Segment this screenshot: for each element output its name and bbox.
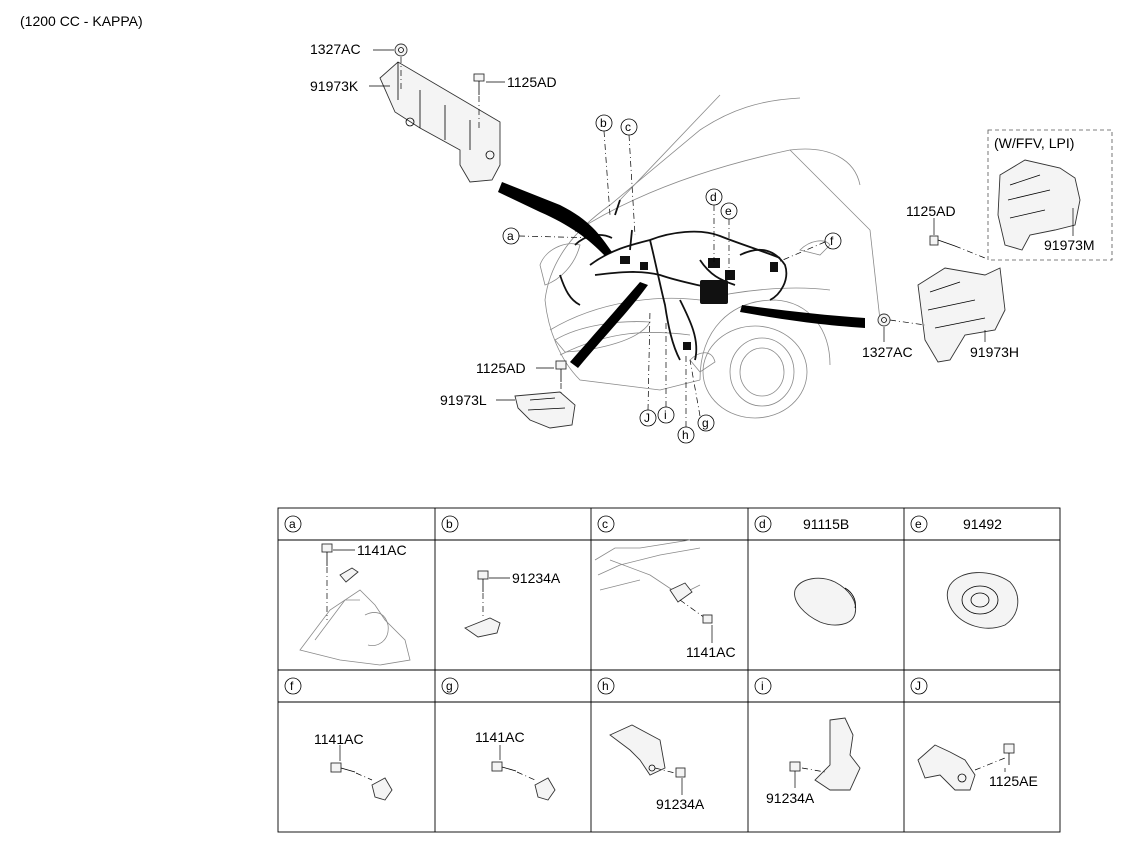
bracket-91973l [514,391,576,429]
circle-d: d [710,190,717,204]
cell-i-letter: i [761,679,764,693]
cell-h-illustration [609,724,686,778]
cell-c-letter: c [602,517,608,531]
bolt-1125ad-bottom [555,360,567,382]
cell-a-part-1141ac: 1141AC [357,542,407,558]
circle-b: b [600,116,607,130]
circle-j: J [644,411,650,425]
detail-grid [277,507,1061,833]
cell-b-part-91234a: 91234A [512,570,561,586]
cell-d-letter: d [759,517,766,531]
bracket-91973m [997,159,1081,251]
cell-e-grommet-illustration [946,572,1019,629]
cell-f-part-1141ac: 1141AC [314,731,364,747]
circle-h: h [682,428,689,442]
circle-a: a [507,229,514,243]
detail-swoosh-lines [498,182,865,368]
cell-j-letter: J [915,679,921,693]
callout-1125ad-right: 1125AD [906,203,956,219]
callout-1327ac-right: 1327AC [862,344,913,360]
variant-box-label: (W/FFV, LPI) [994,135,1074,151]
cell-f-illustration [330,762,393,801]
cell-j-illustration [917,743,1015,791]
harness-connectors [595,240,778,350]
cell-e-letter: e [915,517,922,531]
nut-1327ac-top [394,43,408,57]
callout-91973l: 91973L [440,392,487,408]
cell-e-part-number: 91492 [963,516,1002,532]
engine-spec-label: (1200 CC - KAPPA) [20,13,143,29]
nut-1327ac-right [877,313,891,327]
callout-1125ad-bottom: 1125AD [476,360,526,376]
callout-1327ac-top: 1327AC [310,41,361,57]
bracket-91973k [379,61,501,183]
cell-i-illustration [789,717,861,791]
cell-b-letter: b [446,517,453,531]
circle-f: f [830,234,834,248]
cell-c-illustration [594,539,713,624]
cell-f-letter: f [290,679,294,693]
callout-1125ad-top: 1125AD [507,74,557,90]
detail-header-row-1: a b c d e [284,515,928,533]
circle-e: e [725,204,732,218]
cell-c-part-1141ac: 1141AC [686,644,736,660]
detail-header-row-2: f g h i J [284,677,928,695]
bolt-1125ad-right [929,235,956,247]
cell-a-letter: a [289,517,296,531]
circle-c: c [625,120,631,134]
cell-g-part-1141ac: 1141AC [475,729,525,745]
callout-91973h: 91973H [970,344,1019,360]
cell-a-illustration [299,543,411,666]
cell-j-part-1125ae: 1125AE [989,773,1038,789]
cell-g-letter: g [446,679,453,693]
bolt-1125ad-top [473,73,485,95]
cell-g-illustration [491,761,556,801]
cell-h-part-91234a: 91234A [656,796,705,812]
cell-d-part-number: 91115B [803,516,849,532]
vehicle-outline [539,94,881,419]
cell-i-part-91234a: 91234A [766,790,815,806]
cell-h-letter: h [602,679,609,693]
variant-box [987,129,1113,261]
cell-d-grommet-illustration [794,577,857,626]
circle-i: i [664,408,667,422]
cell-b-illustration [464,570,501,638]
callout-91973m: 91973M [1044,237,1095,253]
bracket-91973h [917,267,1006,363]
callout-91973k: 91973K [310,78,359,94]
circle-callouts: a b c d e f g h i J [502,114,842,444]
circle-g: g [702,416,709,430]
